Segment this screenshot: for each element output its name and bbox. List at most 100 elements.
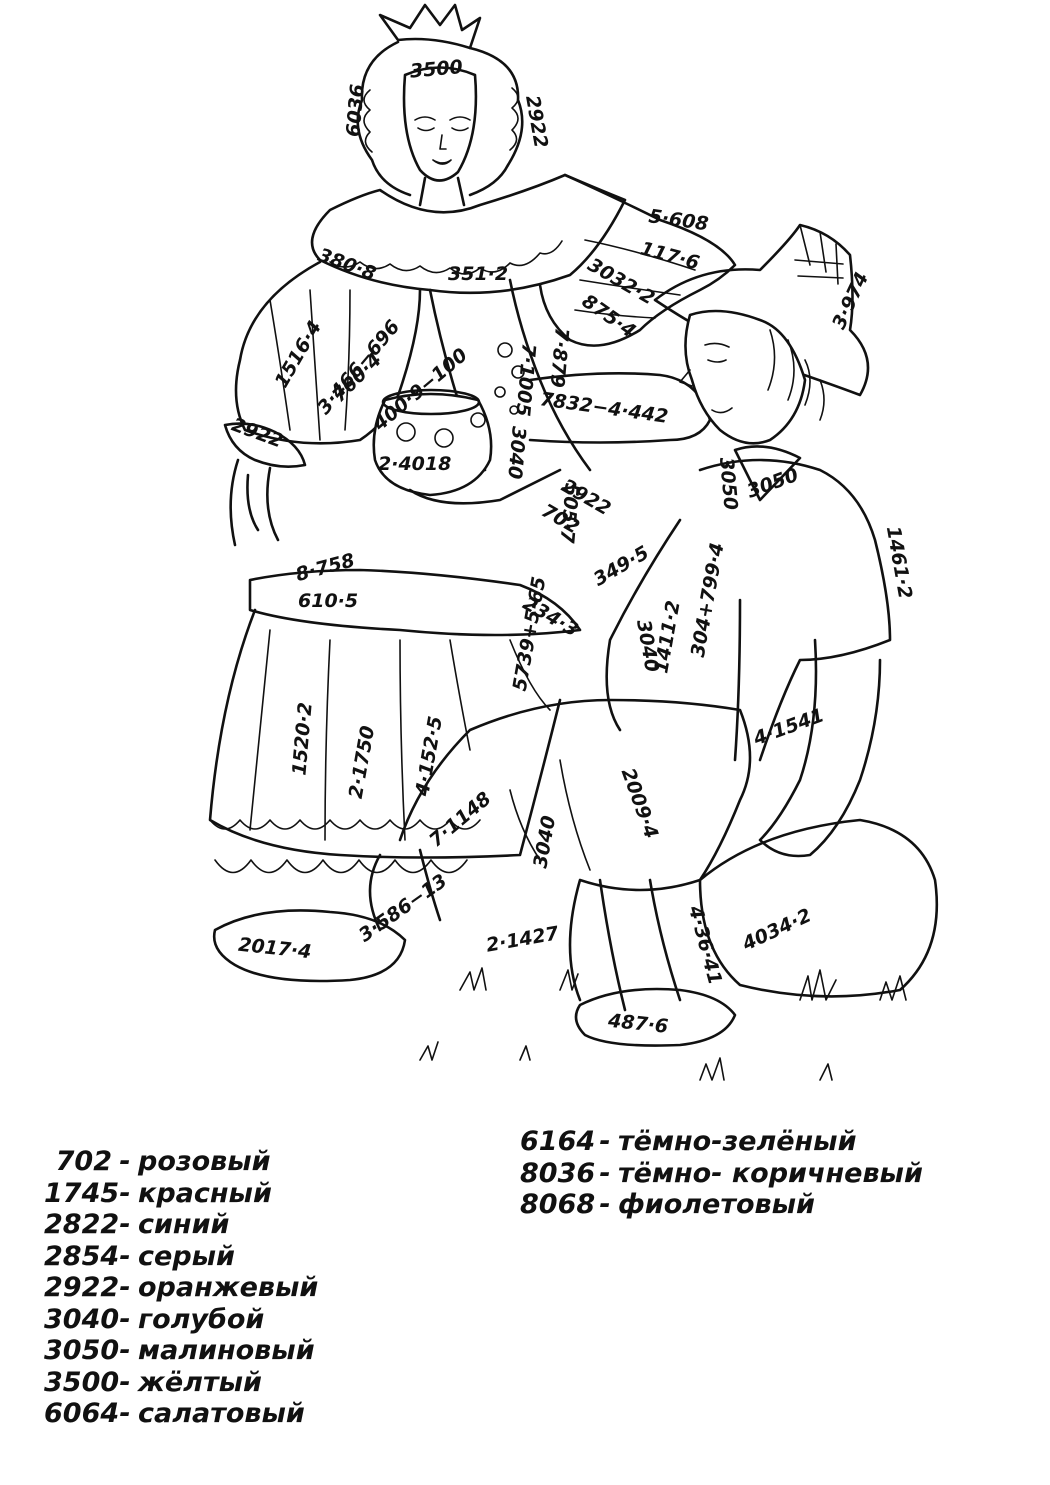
number-label: 2·1750 xyxy=(345,724,379,800)
legend-dash: - xyxy=(599,1126,611,1157)
number-label: 6036 xyxy=(342,83,369,138)
number-label: 610·5 xyxy=(298,590,358,612)
legend-dash: - xyxy=(119,1366,131,1398)
crown-outline xyxy=(378,3,482,50)
number-label: 505·7 xyxy=(555,482,582,545)
legend-color: синий xyxy=(138,1209,230,1240)
girl-left-cuff-outline xyxy=(223,422,307,468)
girl-skirt-outline xyxy=(208,608,562,859)
number-label: 351·2 xyxy=(448,263,508,285)
girl-hair-outline xyxy=(356,40,524,197)
boy-collar-outline xyxy=(733,445,802,502)
number-label: 7·1005 xyxy=(511,342,539,417)
legend-color: розовый xyxy=(138,1146,271,1177)
legend-row: 8068-фиолетовый xyxy=(520,1189,923,1221)
legend-row: 702-розовый xyxy=(44,1146,318,1178)
legend-number: 3050 xyxy=(44,1335,120,1366)
number-label: 1461·2 xyxy=(882,524,916,600)
boy-hair-strands xyxy=(767,329,825,421)
number-label: 2017·4 xyxy=(237,934,312,964)
pot-ornament-middle xyxy=(434,428,454,448)
girl-collar-outline xyxy=(310,173,627,295)
number-label: 2·4018 xyxy=(378,453,451,475)
legend-row: 2854-серый xyxy=(44,1241,318,1273)
legend-number: 2922 xyxy=(44,1272,120,1303)
number-label: 1411·2 xyxy=(650,599,684,675)
legend-dash: - xyxy=(119,1240,131,1272)
number-labels: 3500 6036 2922 5·608 117·6 380·8 351·2 3… xyxy=(229,56,917,1038)
girl-skirt-folds xyxy=(249,629,551,841)
number-label: 7·879 xyxy=(546,327,573,389)
boy-lower-leg-outline xyxy=(368,848,682,1012)
legend-row: 2822-синий xyxy=(44,1209,318,1241)
legend-number: 3500 xyxy=(44,1366,120,1398)
legend-color: оранжевый xyxy=(138,1272,319,1303)
pot-ornament-left xyxy=(396,422,416,442)
legend-number: 8068 xyxy=(520,1189,596,1220)
number-label: 3040 xyxy=(529,814,560,870)
pot-outline xyxy=(372,392,493,497)
legend-row: 1745-красный xyxy=(44,1178,318,1210)
legend-number: 6064 xyxy=(44,1398,120,1429)
number-label: 4034·2 xyxy=(738,904,815,955)
legend-color: серый xyxy=(138,1240,235,1272)
legend-number: 8036 xyxy=(520,1157,596,1189)
legend-number: 6164 xyxy=(520,1126,596,1157)
number-label: 117·6 xyxy=(638,238,702,275)
boy-shoe-outline xyxy=(574,987,737,1047)
legend-dash: - xyxy=(119,1209,131,1240)
legend-dash: - xyxy=(119,1146,131,1177)
legend-dash: - xyxy=(119,1398,131,1429)
number-label: 8·758 xyxy=(293,549,357,586)
girl-right-sleeve-folds xyxy=(574,239,696,319)
color-legend-left: 702-розовый 1745-красный 2822-синий 2854… xyxy=(44,1146,318,1430)
girl-collar-ruffles xyxy=(329,240,563,275)
boy-face-outline xyxy=(684,309,807,445)
boy-hat-weave xyxy=(794,224,844,285)
coloring-illustration: 3500 6036 2922 5·608 117·6 380·8 351·2 3… xyxy=(208,3,939,1081)
legend-number: 1745 xyxy=(44,1177,120,1209)
bubble xyxy=(494,386,506,398)
number-label: 2·1427 xyxy=(484,922,561,957)
number-label: 1520·2 xyxy=(288,701,316,776)
number-label: 380·8 xyxy=(315,244,379,285)
number-label: 2009·4 xyxy=(617,765,663,841)
number-label: 2922 xyxy=(521,94,552,150)
number-label: 5·608 xyxy=(647,205,710,235)
girl-skirt-band-outline xyxy=(248,568,582,637)
number-label: 304+799·4 xyxy=(687,541,729,659)
legend-number: 3040 xyxy=(44,1303,120,1335)
legend-color: голубой xyxy=(138,1303,265,1335)
girl-neck-outline xyxy=(418,176,466,207)
girl-shoe-outline xyxy=(212,909,407,983)
pot-ornament-right xyxy=(470,412,486,428)
legend-color: красный xyxy=(138,1177,272,1209)
girl-holding-hand-outline xyxy=(408,468,562,505)
legend-color: фиолетовый xyxy=(618,1189,815,1220)
girl-left-sleeve-folds xyxy=(269,289,351,441)
girl-right-sleeve-outline xyxy=(538,173,737,347)
girl-face-outline xyxy=(402,66,478,182)
number-label: 349·5 xyxy=(590,542,653,591)
legend-number: 2854 xyxy=(44,1240,120,1272)
boy-pants-folds xyxy=(509,759,591,871)
bubble xyxy=(509,405,519,415)
boy-pants-outline xyxy=(398,698,752,1002)
legend-color: жёлтый xyxy=(138,1366,262,1398)
legend-color: малиновый xyxy=(138,1335,315,1366)
legend-dash: - xyxy=(119,1303,131,1335)
boy-face-features xyxy=(679,342,733,414)
bubble xyxy=(511,365,525,379)
legend-row: 3050-малиновый xyxy=(44,1335,318,1367)
legend-row: 2922-оранжевый xyxy=(44,1272,318,1304)
girl-face-features xyxy=(414,116,471,165)
legend-dash: - xyxy=(119,1272,131,1303)
number-label: 487·6 xyxy=(606,1010,669,1038)
boy-vest-outline xyxy=(698,458,892,762)
legend-row: 3040-голубой xyxy=(44,1304,318,1336)
legend-row: 3500-жёлтый xyxy=(44,1367,318,1399)
number-label: 3500 xyxy=(409,56,464,83)
legend-color: тёмно-зелёный xyxy=(618,1126,857,1157)
grass-tufts xyxy=(419,967,907,1081)
